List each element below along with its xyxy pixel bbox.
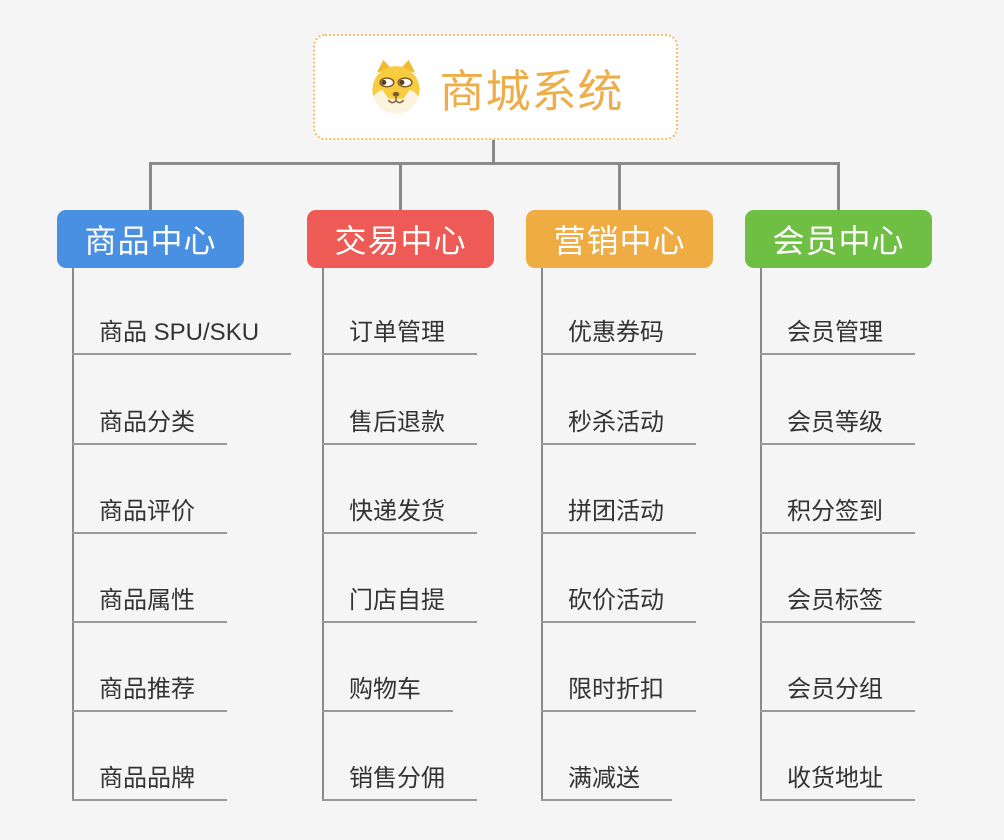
leaf-node[interactable]: 满减送 — [541, 763, 672, 801]
connector-line — [760, 268, 762, 801]
leaf-node[interactable]: 会员等级 — [760, 407, 915, 445]
connector-bus-line — [149, 162, 840, 165]
branch-node-member-center[interactable]: 会员中心 — [745, 210, 932, 268]
branch-column-trade: 交易中心 订单管理 售后退款 快递发货 门店自提 购物车 销售分佣 — [307, 210, 547, 810]
leaf-node[interactable]: 商品属性 — [72, 585, 227, 623]
leaf-node[interactable]: 商品品牌 — [72, 763, 227, 801]
connector-trunk-line — [492, 140, 495, 164]
root-node[interactable]: 商城系统 — [313, 34, 678, 140]
branch-column-marketing: 营销中心 优惠券码 秒杀活动 拼团活动 砍价活动 限时折扣 满减送 — [526, 210, 766, 810]
leaf-node[interactable]: 会员分组 — [760, 674, 915, 712]
leaf-node[interactable]: 限时折扣 — [541, 674, 696, 712]
leaf-node[interactable]: 商品推荐 — [72, 674, 227, 712]
leaf-node[interactable]: 门店自提 — [322, 585, 477, 623]
leaf-node[interactable]: 优惠券码 — [541, 317, 696, 355]
branch-column-member: 会员中心 会员管理 会员等级 积分签到 会员标签 会员分组 收货地址 — [745, 210, 985, 810]
connector-drop-line — [399, 164, 402, 210]
shiba-dog-icon — [367, 58, 425, 116]
connector-line — [72, 268, 74, 801]
leaf-node[interactable]: 会员标签 — [760, 585, 915, 623]
leaf-node[interactable]: 秒杀活动 — [541, 407, 696, 445]
connector-drop-line — [149, 164, 152, 210]
branch-column-product: 商品中心 商品 SPU/SKU 商品分类 商品评价 商品属性 商品推荐 商品品牌 — [57, 210, 297, 810]
leaf-node[interactable]: 购物车 — [322, 674, 453, 712]
leaf-node[interactable]: 积分签到 — [760, 496, 915, 534]
leaf-node[interactable]: 拼团活动 — [541, 496, 696, 534]
leaf-node[interactable]: 售后退款 — [322, 407, 477, 445]
connector-drop-line — [618, 164, 621, 210]
connector-line — [322, 268, 324, 801]
leaf-node[interactable]: 快递发货 — [322, 496, 477, 534]
root-label: 商城系统 — [439, 65, 624, 117]
leaf-node[interactable]: 收货地址 — [760, 763, 915, 801]
leaf-node[interactable]: 砍价活动 — [541, 585, 696, 623]
leaf-node[interactable]: 商品评价 — [72, 496, 227, 534]
leaf-node[interactable]: 销售分佣 — [322, 763, 477, 801]
leaf-node[interactable]: 订单管理 — [322, 317, 477, 355]
branch-node-marketing-center[interactable]: 营销中心 — [526, 210, 713, 268]
connector-drop-line — [837, 164, 840, 210]
leaf-node[interactable]: 会员管理 — [760, 317, 915, 355]
branch-node-product-center[interactable]: 商品中心 — [57, 210, 244, 268]
leaf-node[interactable]: 商品分类 — [72, 407, 227, 445]
leaf-node[interactable]: 商品 SPU/SKU — [72, 317, 292, 355]
connector-line — [541, 268, 543, 801]
branch-node-trade-center[interactable]: 交易中心 — [307, 210, 494, 268]
